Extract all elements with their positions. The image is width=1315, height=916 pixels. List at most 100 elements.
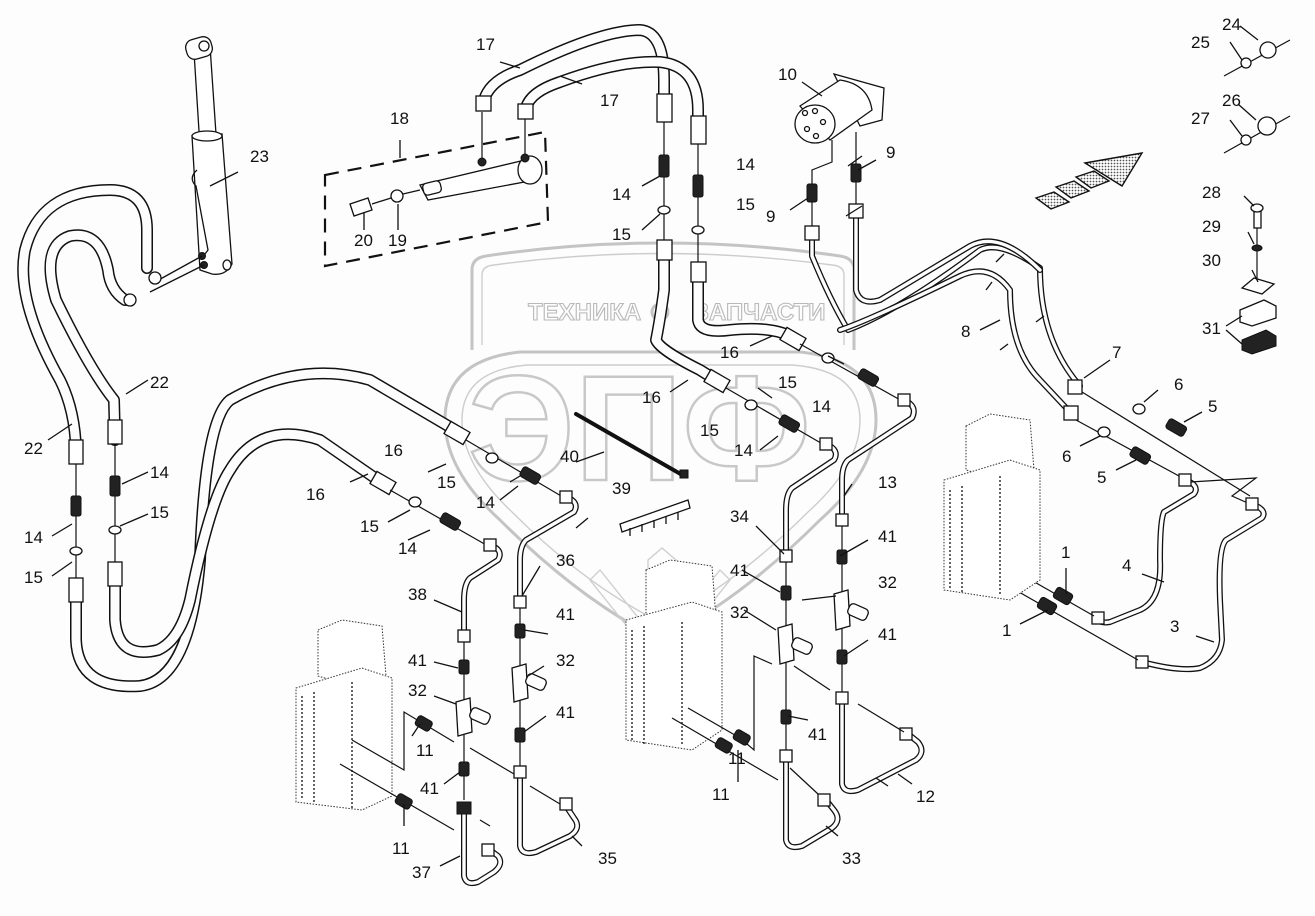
callout-11[interactable]: 11 bbox=[728, 749, 746, 768]
pipes-3-4[interactable] bbox=[1091, 473, 1267, 673]
callout-35[interactable]: 35 bbox=[598, 849, 617, 868]
callout-10[interactable]: 10 bbox=[778, 65, 797, 84]
callout-32[interactable]: 32 bbox=[556, 651, 575, 670]
callout-22[interactable]: 22 bbox=[24, 439, 43, 458]
callout-33[interactable]: 33 bbox=[842, 849, 861, 868]
callout-16[interactable]: 16 bbox=[384, 441, 403, 460]
hose-long-loops[interactable] bbox=[68, 367, 471, 693]
hose-17-pair[interactable] bbox=[475, 24, 707, 145]
callout-1[interactable]: 1 bbox=[1002, 621, 1011, 640]
callout-6[interactable]: 6 bbox=[1174, 375, 1183, 394]
callout-13[interactable]: 13 bbox=[878, 473, 897, 492]
fittings-left-stack[interactable] bbox=[69, 475, 122, 556]
callout-15[interactable]: 15 bbox=[360, 517, 379, 536]
callout-11[interactable]: 11 bbox=[392, 839, 410, 858]
callout-23[interactable]: 23 bbox=[250, 147, 269, 166]
callout-29[interactable]: 29 bbox=[1202, 217, 1221, 236]
nut-and-ring-24-25[interactable] bbox=[1223, 39, 1291, 77]
clamp-set-28-31[interactable] bbox=[1239, 203, 1277, 355]
fittings-5-6[interactable] bbox=[1075, 391, 1251, 497]
callout-1[interactable]: 1 bbox=[1061, 543, 1070, 562]
control-valve-right[interactable] bbox=[943, 413, 1041, 601]
pipe-38[interactable] bbox=[457, 538, 503, 643]
callout-15[interactable]: 15 bbox=[736, 195, 755, 214]
control-valve-left[interactable] bbox=[295, 619, 393, 811]
callout-25[interactable]: 25 bbox=[1191, 33, 1210, 52]
callout-16[interactable]: 16 bbox=[306, 485, 325, 504]
callout-16[interactable]: 16 bbox=[720, 343, 739, 362]
diagonal-fitting-rows[interactable] bbox=[389, 343, 905, 547]
clip-strip-39[interactable] bbox=[619, 499, 691, 536]
callout-32[interactable]: 32 bbox=[878, 573, 897, 592]
callout-14[interactable]: 14 bbox=[150, 463, 169, 482]
callout-41[interactable]: 41 bbox=[556, 703, 575, 722]
callout-6[interactable]: 6 bbox=[1062, 447, 1071, 466]
callout-15[interactable]: 15 bbox=[150, 503, 169, 522]
callout-14[interactable]: 14 bbox=[24, 528, 43, 547]
hose-22-pair[interactable] bbox=[17, 184, 162, 465]
pipes-12-33[interactable] bbox=[779, 691, 925, 851]
callout-14[interactable]: 14 bbox=[736, 155, 755, 174]
callout-39[interactable]: 39 bbox=[612, 479, 631, 498]
callout-19[interactable]: 19 bbox=[388, 231, 407, 250]
hose-16-center[interactable] bbox=[650, 239, 807, 394]
callout-18[interactable]: 18 bbox=[390, 109, 409, 128]
callout-3[interactable]: 3 bbox=[1170, 617, 1179, 636]
callout-15[interactable]: 15 bbox=[437, 473, 456, 492]
callout-22[interactable]: 22 bbox=[150, 373, 169, 392]
tee-and-fittings-left[interactable] bbox=[455, 623, 548, 777]
callout-15[interactable]: 15 bbox=[778, 373, 797, 392]
callout-37[interactable]: 37 bbox=[412, 863, 431, 882]
callout-41[interactable]: 41 bbox=[808, 725, 827, 744]
hydraulic-cylinder-23[interactable] bbox=[149, 35, 233, 293]
callout-27[interactable]: 27 bbox=[1191, 109, 1210, 128]
callout-12[interactable]: 12 bbox=[916, 787, 935, 806]
callout-15[interactable]: 15 bbox=[612, 225, 631, 244]
callout-5[interactable]: 5 bbox=[1208, 397, 1217, 416]
callout-34[interactable]: 34 bbox=[730, 507, 749, 526]
callout-41[interactable]: 41 bbox=[408, 651, 427, 670]
callout-31[interactable]: 31 bbox=[1202, 319, 1221, 338]
callout-32[interactable]: 32 bbox=[408, 681, 427, 700]
pipes-35-37[interactable] bbox=[456, 765, 581, 887]
callout-30[interactable]: 30 bbox=[1202, 251, 1221, 270]
callout-8[interactable]: 8 bbox=[961, 322, 970, 341]
callout-5[interactable]: 5 bbox=[1097, 468, 1106, 487]
callout-11[interactable]: 11 bbox=[712, 785, 730, 804]
callout-41[interactable]: 41 bbox=[556, 605, 575, 624]
callout-20[interactable]: 20 bbox=[354, 231, 373, 250]
callout-14[interactable]: 14 bbox=[612, 185, 631, 204]
pipe-34[interactable] bbox=[779, 437, 839, 563]
callout-7[interactable]: 7 bbox=[1112, 343, 1121, 362]
callout-17[interactable]: 17 bbox=[600, 91, 619, 110]
callout-41[interactable]: 41 bbox=[878, 625, 897, 644]
hydraulic-motor-10[interactable] bbox=[794, 72, 885, 232]
callout-36[interactable]: 36 bbox=[556, 551, 575, 570]
callout-16[interactable]: 16 bbox=[642, 388, 661, 407]
cable-tie-40[interactable] bbox=[574, 412, 689, 479]
callout-26[interactable]: 26 bbox=[1222, 91, 1241, 110]
tee-and-fittings-center[interactable] bbox=[777, 549, 870, 725]
nut-and-ring-26-27[interactable] bbox=[1223, 115, 1291, 154]
callout-32[interactable]: 32 bbox=[730, 603, 749, 622]
callout-24[interactable]: 24 bbox=[1222, 15, 1241, 34]
callout-11[interactable]: 11 bbox=[416, 741, 434, 760]
fittings-center-stack[interactable] bbox=[657, 154, 705, 235]
callout-40[interactable]: 40 bbox=[560, 447, 579, 466]
callout-41[interactable]: 41 bbox=[420, 779, 439, 798]
callout-14[interactable]: 14 bbox=[812, 397, 831, 416]
control-valve-center[interactable] bbox=[625, 559, 723, 751]
callout-14[interactable]: 14 bbox=[398, 539, 417, 558]
callout-14[interactable]: 14 bbox=[476, 493, 495, 512]
callout-15[interactable]: 15 bbox=[700, 421, 719, 440]
callout-14[interactable]: 14 bbox=[734, 441, 753, 460]
callout-9[interactable]: 9 bbox=[886, 143, 895, 162]
pipes-7-8[interactable] bbox=[804, 203, 1083, 421]
callout-38[interactable]: 38 bbox=[408, 585, 427, 604]
callout-41[interactable]: 41 bbox=[730, 561, 749, 580]
callout-28[interactable]: 28 bbox=[1202, 183, 1221, 202]
callout-41[interactable]: 41 bbox=[878, 527, 897, 546]
callout-17[interactable]: 17 bbox=[476, 35, 495, 54]
callout-15[interactable]: 15 bbox=[24, 568, 43, 587]
callout-9[interactable]: 9 bbox=[766, 207, 775, 226]
